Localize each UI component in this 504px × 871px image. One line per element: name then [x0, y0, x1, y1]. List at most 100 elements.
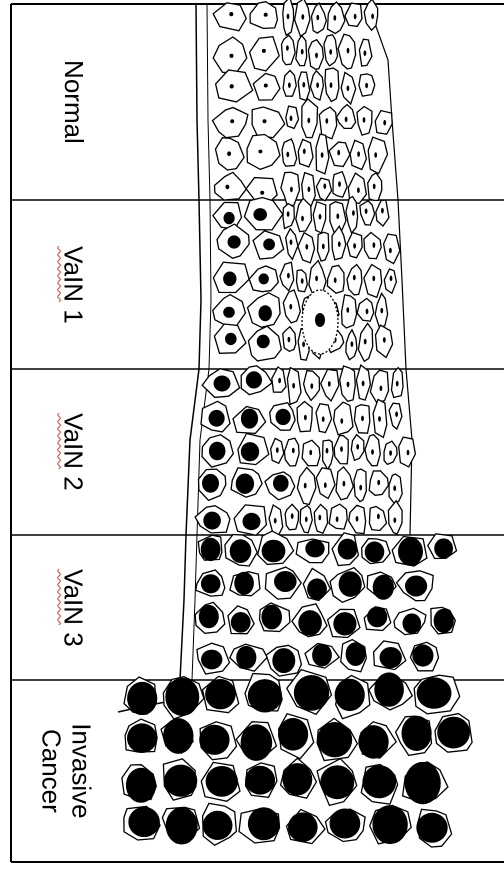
- cell-nucleus: [358, 725, 388, 759]
- stage-label-line: Normal: [58, 60, 88, 144]
- cell-nucleus: [166, 807, 198, 844]
- cell-nucleus: [234, 572, 254, 595]
- cell-nucleus: [336, 516, 339, 522]
- cell-nucleus: [230, 54, 234, 58]
- cell-nucleus: [325, 118, 328, 124]
- cell-nucleus: [322, 244, 325, 250]
- cell-nucleus: [377, 514, 380, 520]
- cell-nucleus: [199, 725, 229, 755]
- cell-nucleus: [225, 333, 237, 345]
- cell-nucleus: [361, 416, 364, 422]
- cell-nucleus: [383, 120, 386, 126]
- cell-nucleus: [345, 117, 348, 123]
- cell-nucleus: [305, 244, 308, 250]
- cell-nucleus: [203, 512, 221, 530]
- cell-nucleus: [288, 82, 291, 88]
- cell-nucleus: [380, 386, 383, 392]
- cell-nucleus: [203, 811, 233, 840]
- stage-label-normal: Normal: [18, 4, 128, 200]
- cell-nucleus: [272, 648, 295, 673]
- cell-nucleus: [287, 14, 290, 20]
- cell-nucleus: [320, 765, 354, 799]
- cell-nucleus: [356, 444, 359, 450]
- koilocyte-nucleus: [315, 313, 325, 327]
- cell-nucleus: [302, 342, 305, 348]
- cell-nucleus: [335, 679, 365, 711]
- cell-nucleus: [339, 571, 362, 597]
- cell-nucleus: [199, 605, 219, 628]
- cell-nucleus: [310, 383, 313, 389]
- cell-nucleus: [383, 337, 386, 343]
- cell-nucleus: [346, 307, 349, 313]
- cell-nucleus: [201, 650, 222, 670]
- cell-nucleus: [417, 677, 452, 708]
- cell-nucleus: [278, 378, 281, 384]
- cell-nucleus: [286, 45, 289, 51]
- cell-nucleus: [163, 718, 193, 754]
- cell-nucleus: [323, 183, 326, 189]
- cell-nucleus: [290, 116, 293, 122]
- cell-nucleus: [374, 152, 377, 158]
- cell-nucleus: [405, 762, 441, 804]
- stage-label-line: Cancer: [36, 723, 66, 818]
- cell-nucleus: [389, 450, 392, 456]
- cell-nucleus: [373, 575, 394, 600]
- cell-nucleus: [365, 541, 385, 562]
- stage-label-line: Invasive: [66, 723, 96, 818]
- cell-nucleus: [333, 612, 356, 635]
- cell-nucleus: [362, 381, 365, 387]
- cell-nucleus: [225, 185, 229, 190]
- cell-nucleus: [395, 411, 398, 417]
- cell-nucleus: [301, 216, 304, 222]
- stage-label-vain3: VaIN 3: [18, 535, 128, 680]
- cell-nucleus: [276, 447, 279, 453]
- cell-nucleus: [302, 82, 305, 88]
- cell-nucleus: [231, 612, 251, 633]
- cell-nucleus: [260, 191, 264, 195]
- cell-nucleus: [362, 765, 396, 798]
- cell-nucleus: [304, 415, 307, 421]
- cell-nucleus: [288, 337, 291, 343]
- cell-nucleus: [223, 272, 236, 287]
- cell-nucleus: [289, 304, 292, 310]
- cell-nucleus: [259, 305, 272, 321]
- cell-nucleus: [264, 84, 268, 88]
- cell-nucleus: [377, 480, 380, 486]
- cell-nucleus: [283, 763, 313, 795]
- cell-nucleus: [343, 481, 346, 487]
- cell-nucleus: [329, 49, 332, 55]
- cell-nucleus: [264, 13, 268, 17]
- cell-nucleus: [287, 273, 290, 279]
- cell-outline: [329, 504, 347, 529]
- cell-nucleus: [354, 14, 357, 20]
- stage-label-line: VaIN 3: [58, 569, 88, 647]
- cell-nucleus: [412, 644, 433, 666]
- cell-nucleus: [437, 717, 470, 749]
- cell-nucleus: [248, 679, 282, 712]
- cell-nucleus: [209, 410, 225, 427]
- cell-nucleus: [201, 574, 221, 593]
- cell-nucleus: [373, 184, 376, 190]
- cell-nucleus: [202, 474, 219, 493]
- cell-nucleus: [365, 83, 368, 89]
- cell-nucleus: [309, 450, 312, 456]
- cell-nucleus: [337, 150, 340, 156]
- cell-nucleus: [290, 187, 293, 193]
- cell-nucleus: [301, 278, 304, 284]
- cell-nucleus: [248, 807, 280, 840]
- cell-nucleus: [380, 308, 383, 314]
- cell-nucleus: [338, 181, 341, 187]
- cell-nucleus: [405, 576, 427, 597]
- cell-nucleus: [372, 276, 375, 282]
- cell-nucleus: [434, 538, 453, 558]
- stage-label-normal-text: Normal: [58, 60, 88, 144]
- cell-nucleus: [258, 150, 262, 154]
- cell-nucleus: [319, 214, 322, 220]
- cell-nucleus: [356, 516, 359, 522]
- cell-nucleus: [262, 49, 266, 53]
- stage-label-vain1-text: VaIN 1: [58, 246, 88, 324]
- cell-nucleus: [262, 540, 286, 563]
- cell-nucleus: [371, 449, 374, 455]
- cell-nucleus: [351, 341, 354, 347]
